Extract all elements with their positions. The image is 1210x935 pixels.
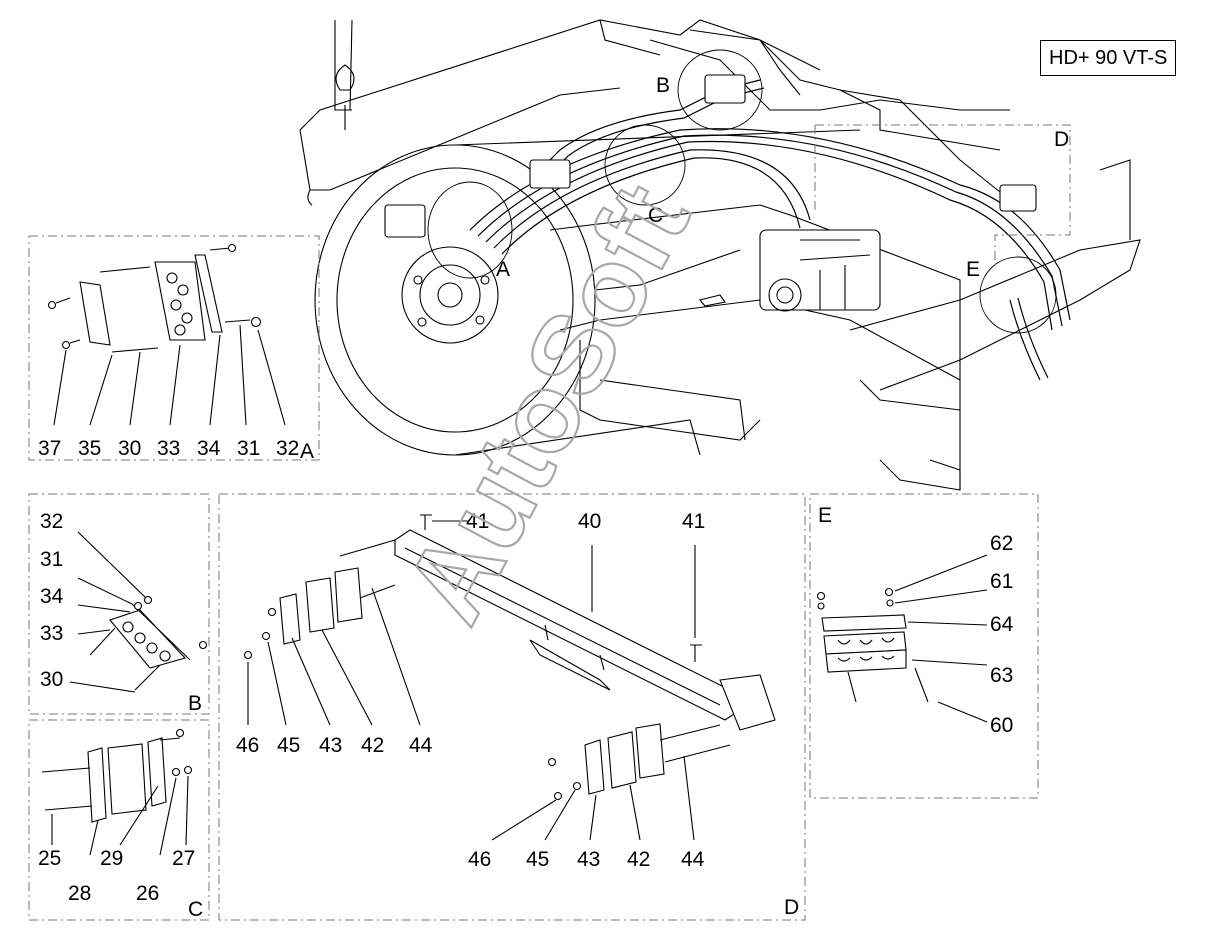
panel-a-drawing: [47, 243, 262, 353]
panel-e-letter: E: [818, 504, 832, 527]
panel-e-label-62: 62: [990, 532, 1013, 555]
panel-a-label-33: 33: [157, 437, 180, 460]
machine-illustration: A B C D E: [299, 19, 1141, 491]
machine-marker-e: E: [966, 258, 980, 281]
machine-marker-a: A: [496, 258, 510, 281]
panel-d-drawing: [243, 514, 776, 801]
panel-d-label-45-upper: 45: [277, 734, 300, 757]
panel-d-label-45-lower: 45: [526, 848, 549, 871]
watermark: AutoSoft: [381, 165, 713, 641]
panel-c-label-25: 25: [38, 847, 61, 870]
model-badge: HD+ 90 VT-S: [1040, 40, 1177, 76]
panel-b-drawing: [89, 595, 208, 691]
panel-a-label-37: 37: [38, 437, 61, 460]
panel-e-label-63: 63: [990, 664, 1013, 687]
panel-d-label-42-upper: 42: [361, 734, 384, 757]
detail-panel-e: 62 61 64 63 60 E: [809, 493, 1039, 799]
panel-d-letter: D: [784, 896, 799, 919]
machine-marker-c: C: [648, 204, 663, 227]
panel-c-label-29: 29: [100, 847, 123, 870]
panel-a-label-31: 31: [237, 437, 260, 460]
panel-d-label-43-lower: 43: [577, 848, 600, 871]
panel-a-letter: A: [300, 440, 314, 463]
panel-b-label-31: 31: [40, 548, 63, 571]
detail-panel-b: 32 31 34 33 30 B: [28, 493, 210, 715]
panel-d-label-40: 40: [578, 510, 601, 533]
panel-c-drawing: [41, 728, 193, 823]
panel-a-label-34: 34: [197, 437, 221, 460]
panel-c-label-26: 26: [136, 882, 159, 905]
panel-d-label-46-lower: 46: [468, 848, 491, 871]
panel-e-label-64: 64: [990, 613, 1014, 636]
panel-b-label-33: 33: [40, 622, 63, 645]
detail-panel-d: 41 40 41 46 45 43 42 44 46 45 43 42 44 D: [218, 493, 806, 921]
panel-b-label-34: 34: [40, 585, 64, 608]
panel-c-letter: C: [188, 898, 203, 921]
panel-d-label-41-right: 41: [682, 510, 705, 533]
panel-c-label-27: 27: [172, 847, 195, 870]
detail-panel-c: 25 28 29 26 27 C: [28, 719, 210, 921]
panel-e-label-61: 61: [990, 570, 1013, 593]
detail-panel-a: 37 35 30 33 34 31 32 A: [28, 235, 320, 463]
panel-d-label-46-upper: 46: [236, 734, 259, 757]
panel-a-label-30: 30: [118, 437, 141, 460]
panel-d-label-44-lower: 44: [681, 848, 705, 871]
panel-d-label-42-lower: 42: [627, 848, 650, 871]
panel-d-label-41-top: 41: [466, 510, 489, 533]
panel-d-label-43-upper: 43: [319, 734, 342, 757]
panel-a-label-35: 35: [78, 437, 101, 460]
panel-d-label-44-upper: 44: [409, 734, 433, 757]
machine-marker-d: D: [1054, 128, 1069, 151]
panel-b-label-32: 32: [40, 510, 63, 533]
panel-c-label-28: 28: [68, 882, 91, 905]
panel-b-label-30: 30: [40, 668, 63, 691]
panel-e-label-60: 60: [990, 714, 1013, 737]
machine-marker-b: B: [656, 74, 670, 97]
panel-b-letter: B: [188, 692, 202, 715]
panel-a-label-32: 32: [276, 437, 299, 460]
panel-e-drawing: [816, 587, 929, 703]
